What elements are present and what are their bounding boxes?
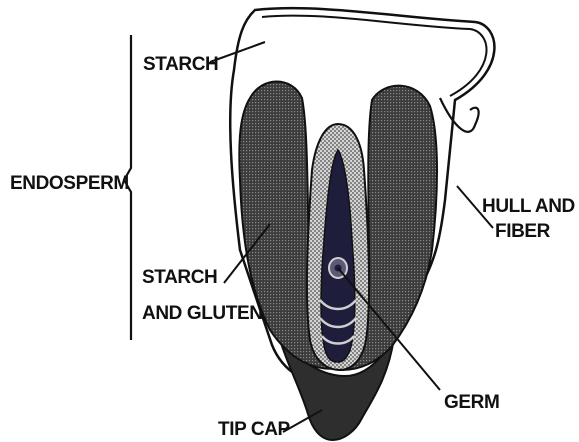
- label-hull-and-fiber-line1: HULL AND: [482, 196, 575, 217]
- label-starch-gluten-line2: AND GLUTEN: [142, 303, 263, 324]
- label-hull-and-fiber-line2: FIBER: [495, 221, 551, 242]
- label-endosperm: ENDOSPERM: [10, 173, 129, 194]
- label-tip-cap: TIP CAP: [218, 419, 291, 440]
- label-starch: STARCH: [143, 54, 218, 75]
- label-starch-gluten-line1: STARCH: [142, 267, 217, 288]
- label-germ: GERM: [444, 392, 499, 413]
